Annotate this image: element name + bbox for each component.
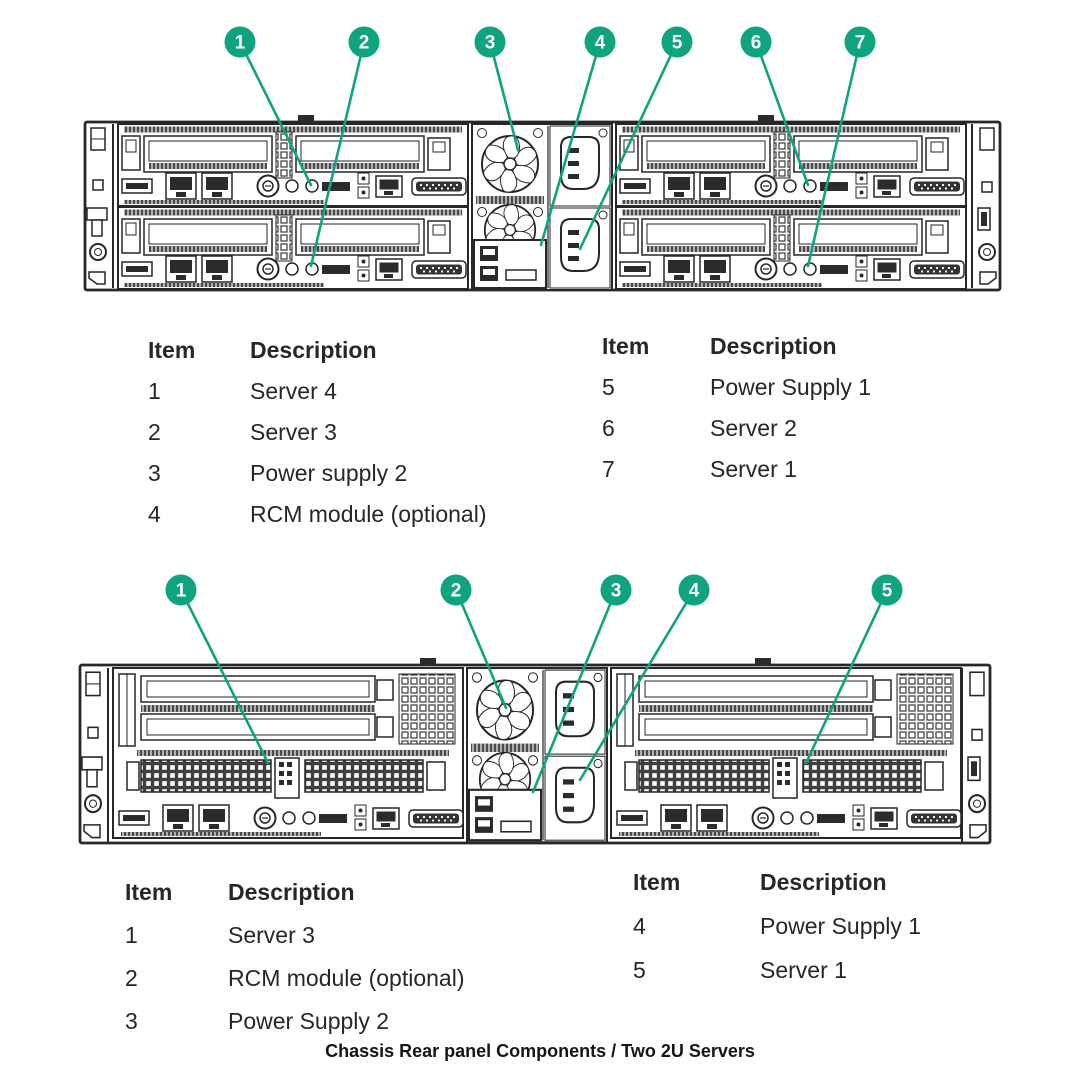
fig1-callout-7: 7 — [806, 26, 876, 268]
item-cell: 2 — [148, 419, 161, 445]
column-header-item: Item — [148, 337, 196, 363]
item-cell: 1 — [125, 922, 138, 948]
svg-text:4: 4 — [689, 581, 700, 602]
description-cell: Server 1 — [760, 957, 847, 983]
item-cell: 3 — [148, 460, 161, 486]
fig1-callout-4: 4 — [539, 26, 616, 247]
figure-caption: Chassis Rear panel Components / Two 2U S… — [325, 1041, 755, 1061]
description-cell: Server 4 — [250, 378, 337, 404]
description-cell: Server 2 — [710, 415, 797, 441]
column-header-item: Item — [633, 869, 681, 895]
svg-text:4: 4 — [595, 33, 606, 54]
fig2-callout-3: 3 — [531, 574, 632, 794]
column-header-description: Description — [760, 869, 887, 895]
server-node-icon — [113, 668, 463, 838]
fig1-callout-2: 2 — [309, 26, 380, 268]
item-cell: 2 — [125, 965, 138, 991]
column-header-item: Item — [125, 879, 173, 905]
fig2-callout-5: 5 — [804, 574, 903, 765]
item-cell: 5 — [633, 957, 646, 983]
description-cell: RCM module (optional) — [228, 965, 465, 991]
item-cell: 5 — [602, 374, 615, 400]
server-node-icon — [118, 207, 468, 289]
psu-fan-rcm-module-icon — [472, 124, 612, 290]
item-cell: 4 — [148, 501, 161, 527]
figure2-callouts: 1 2 3 4 5 — [165, 574, 903, 794]
svg-text:3: 3 — [485, 33, 496, 54]
item-cell: 3 — [125, 1008, 138, 1034]
description-cell: Power supply 2 — [250, 460, 408, 486]
column-header-item: Item — [602, 333, 650, 359]
item-cell: 4 — [633, 913, 646, 939]
figure2-chassis-drawing — [78, 658, 992, 845]
item-cell: 1 — [148, 378, 161, 404]
svg-text:2: 2 — [451, 581, 462, 602]
fig1-table-left: Item Description 1 Server 4 2 Server 3 3… — [148, 330, 486, 535]
column-header-description: Description — [250, 337, 377, 363]
description-cell: Server 3 — [228, 922, 315, 948]
figure1-chassis-drawing — [83, 115, 1002, 292]
description-cell: Server 1 — [710, 456, 797, 482]
fig1-callout-1: 1 — [224, 26, 313, 187]
fig1-callout-3: 3 — [474, 26, 520, 152]
item-cell: 6 — [602, 415, 615, 441]
server-node-icon — [616, 207, 966, 289]
svg-text:2: 2 — [359, 33, 370, 54]
fig1-callout-6: 6 — [740, 26, 810, 187]
column-header-description: Description — [228, 879, 355, 905]
description-cell: Power Supply 2 — [228, 1008, 390, 1034]
item-cell: 7 — [602, 456, 615, 482]
fig2-callout-2: 2 — [440, 574, 508, 710]
description-cell: Power Supply 1 — [710, 374, 872, 400]
fig2-table-right: Item Description 4 Power Supply 1 5 Serv… — [633, 860, 921, 992]
server-node-icon — [611, 668, 961, 838]
fig1-table-right: Item Description 5 Power Supply 1 6 Serv… — [602, 326, 871, 490]
svg-text:5: 5 — [882, 581, 893, 602]
psu-fan-rcm-module-icon — [467, 668, 607, 842]
description-cell: Server 3 — [250, 419, 337, 445]
fig2-callout-1: 1 — [165, 574, 270, 765]
server-node-icon — [118, 124, 468, 206]
column-header-description: Description — [710, 333, 837, 359]
svg-text:6: 6 — [751, 33, 762, 54]
description-cell: RCM module (optional) — [250, 501, 487, 527]
fig2-table-left: Item Description 1 Server 3 2 RCM module… — [125, 871, 464, 1043]
svg-text:1: 1 — [176, 581, 187, 602]
description-cell: Power Supply 1 — [760, 913, 922, 939]
fig2-callout-4: 4 — [578, 574, 710, 782]
svg-text:7: 7 — [855, 33, 866, 54]
svg-text:5: 5 — [672, 33, 683, 54]
svg-text:1: 1 — [235, 33, 246, 54]
figure1-callouts: 1 2 3 4 5 6 7 — [224, 26, 876, 268]
fig1-callout-5: 5 — [578, 26, 693, 251]
svg-text:3: 3 — [611, 581, 622, 602]
